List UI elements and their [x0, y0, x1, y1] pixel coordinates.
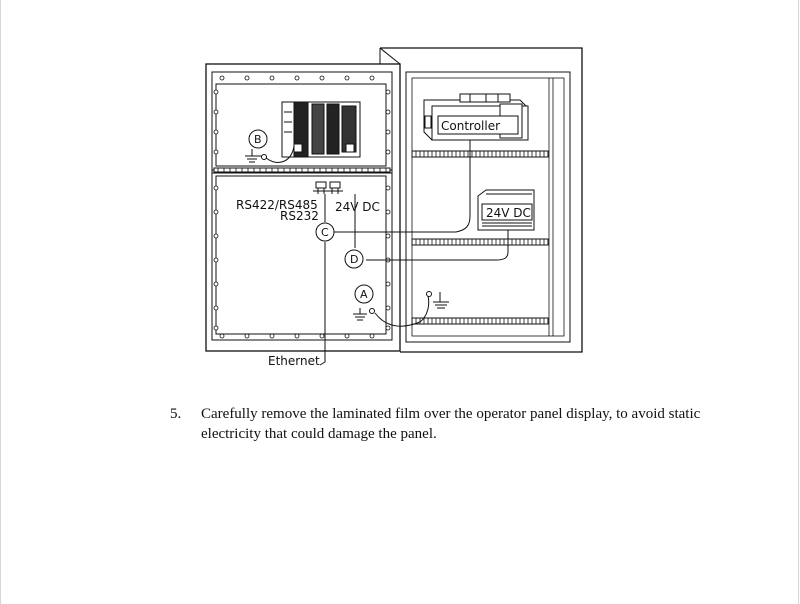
page-edge-right: [798, 0, 799, 604]
controller-label: Controller: [441, 119, 500, 133]
step-number: 5.: [170, 406, 182, 422]
callout-a: A: [360, 288, 368, 301]
din-rail-ticks: [217, 151, 545, 324]
cabinet-wiring-diagram: Controller 24V DC: [205, 47, 583, 368]
cabinet-body: [379, 47, 583, 353]
operator-panel-module: [281, 101, 361, 158]
controller-unit: [423, 93, 529, 141]
power-input-label: 24V DC: [335, 200, 380, 214]
callout-c: C: [321, 226, 329, 239]
callout-circles: [248, 129, 374, 304]
page-edge-left: [0, 0, 1, 604]
power-supply-unit: [477, 189, 535, 231]
step-text: Carefully remove the laminated film over…: [201, 406, 701, 442]
wiring: [265, 140, 509, 366]
callout-b: B: [254, 133, 262, 146]
ethernet-label: Ethernet: [268, 354, 320, 368]
door-holes: [213, 75, 391, 339]
power-supply-label: 24V DC: [486, 206, 531, 220]
ground-symbols: [245, 149, 449, 321]
serial-label-rs232: RS232: [280, 209, 319, 223]
callout-d: D: [350, 253, 358, 266]
serial-label-rs422-rs485: RS422/RS485: [236, 198, 318, 212]
din-rails: [213, 150, 549, 325]
panel-connectors: [313, 181, 343, 194]
